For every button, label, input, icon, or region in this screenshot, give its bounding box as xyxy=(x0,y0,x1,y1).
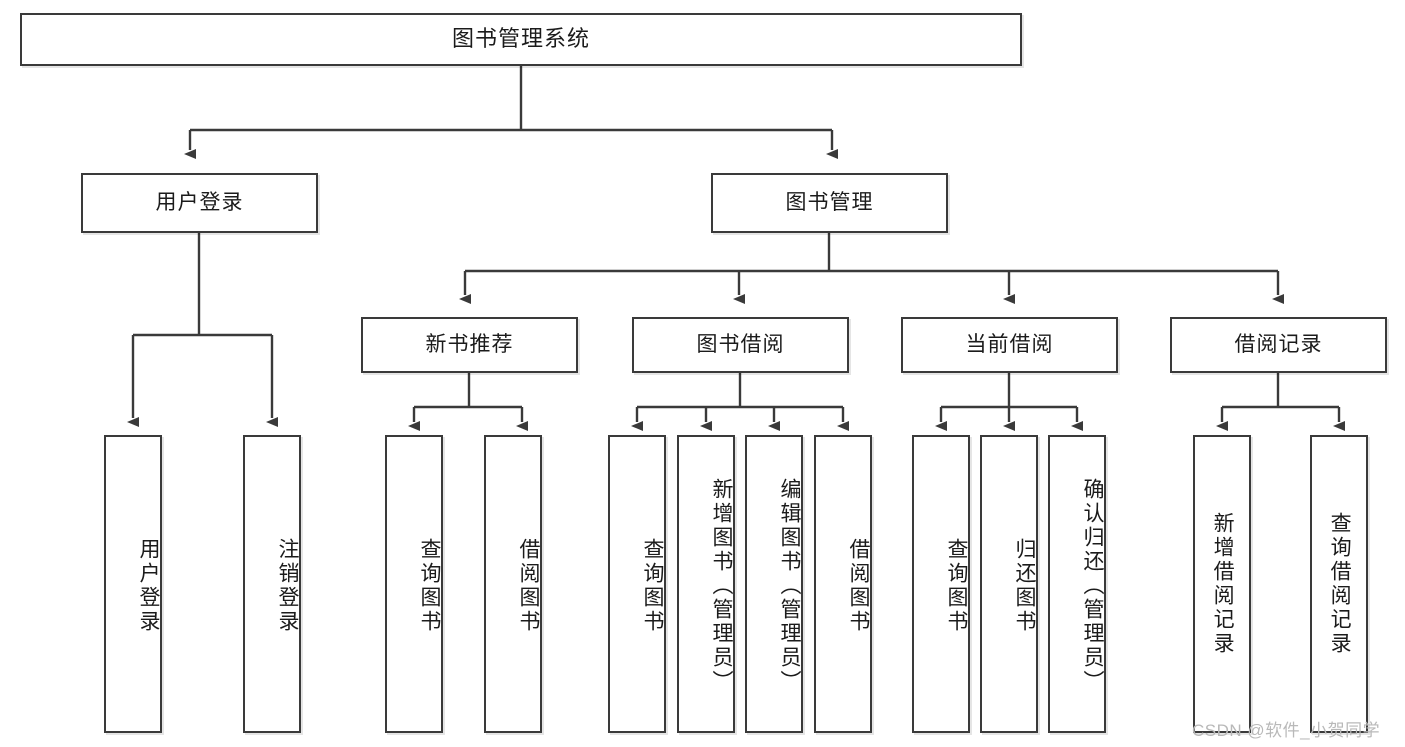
node-label: 图书管理系统 xyxy=(451,26,590,52)
leaf-book-borrow-borrow-book[interactable]: 借阅图书 xyxy=(814,435,872,733)
watermark-text: CSDN @软件_小贺同学 xyxy=(1192,721,1381,740)
leaf-label: 新增借阅记录 xyxy=(1211,512,1235,656)
leaf-book-borrow-edit-book-admin[interactable]: 编辑图书（管理员） xyxy=(745,435,803,733)
node-label: 借阅记录 xyxy=(1234,333,1323,357)
leaf-current-borrow-return-book[interactable]: 归还图书 xyxy=(980,435,1038,733)
leaf-book-borrow-add-book-admin[interactable]: 新增图书（管理员） xyxy=(677,435,735,733)
node-user-login[interactable]: 用户登录 xyxy=(81,173,318,233)
leaf-book-borrow-query-book[interactable]: 查询图书 xyxy=(608,435,666,733)
leaf-current-borrow-query-book[interactable]: 查询图书 xyxy=(912,435,970,733)
leaf-label: 借阅图书 xyxy=(847,538,870,634)
leaf-label: 编辑图书（管理员） xyxy=(778,478,801,694)
node-label: 用户登录 xyxy=(155,191,244,215)
leaf-borrow-record-add-record[interactable]: 新增借阅记录 xyxy=(1193,435,1251,733)
leaf-new-book-query-book[interactable]: 查询图书 xyxy=(385,435,443,733)
node-label: 图书管理 xyxy=(785,191,874,215)
leaf-label: 查询借阅记录 xyxy=(1328,512,1352,656)
leaf-user-login-login[interactable]: 用户登录 xyxy=(104,435,162,733)
leaf-new-book-borrow-book[interactable]: 借阅图书 xyxy=(484,435,542,733)
csdn-watermark: CSDN @软件_小贺同学 xyxy=(1192,716,1380,741)
node-new-book-recommend[interactable]: 新书推荐 xyxy=(361,317,578,373)
leaf-label: 用户登录 xyxy=(137,538,160,634)
leaf-label: 新增图书（管理员） xyxy=(710,478,733,694)
leaf-label: 确认归还（管理员） xyxy=(1081,478,1104,694)
leaf-label: 查询图书 xyxy=(945,538,968,634)
leaf-label: 借阅图书 xyxy=(517,538,540,634)
leaf-user-login-logout[interactable]: 注销登录 xyxy=(243,435,301,733)
node-root-book-management-system[interactable]: 图书管理系统 xyxy=(20,13,1022,66)
node-label: 当前借阅 xyxy=(965,333,1054,357)
node-book-management[interactable]: 图书管理 xyxy=(711,173,948,233)
node-label: 图书借阅 xyxy=(696,333,785,357)
leaf-label: 归还图书 xyxy=(1013,538,1036,634)
leaf-label: 注销登录 xyxy=(276,538,299,634)
node-borrow-record[interactable]: 借阅记录 xyxy=(1170,317,1387,373)
leaf-current-borrow-confirm-return-admin[interactable]: 确认归还（管理员） xyxy=(1048,435,1106,733)
node-label: 新书推荐 xyxy=(425,333,514,357)
leaf-label: 查询图书 xyxy=(641,538,664,634)
node-current-borrow[interactable]: 当前借阅 xyxy=(901,317,1118,373)
node-book-borrow[interactable]: 图书借阅 xyxy=(632,317,849,373)
leaf-borrow-record-query-record[interactable]: 查询借阅记录 xyxy=(1310,435,1368,733)
leaf-label: 查询图书 xyxy=(418,538,441,634)
